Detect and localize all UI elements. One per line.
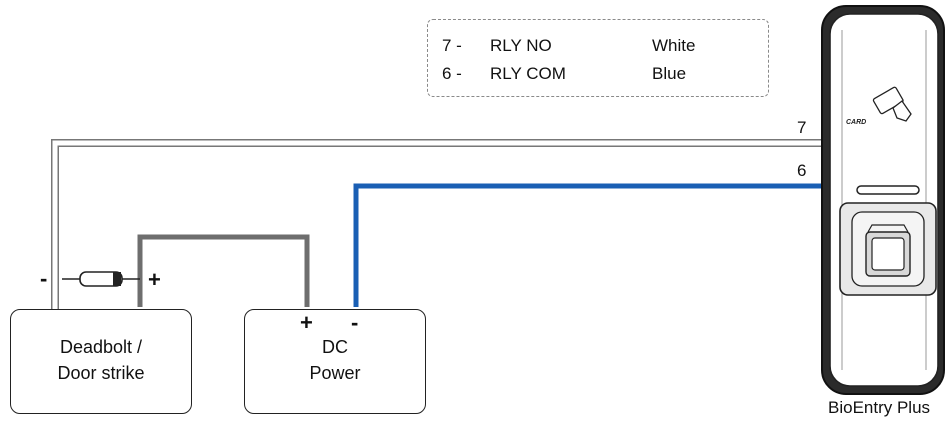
power-label-line1: DC: [322, 337, 348, 357]
deadbolt-label-line2: Door strike: [57, 363, 145, 383]
power-label-line2: Power: [309, 363, 361, 383]
legend-signal: RLY COM: [490, 64, 566, 83]
deadbolt-door-strike-box: Deadbolt / Door strike: [10, 309, 192, 414]
wire-6-label: 6: [797, 161, 807, 180]
power-minus-terminal: -: [351, 310, 359, 335]
device-name-label: BioEntry Plus: [828, 398, 931, 417]
wire-7-label: 7: [797, 118, 807, 137]
deadbolt-minus-terminal: -: [40, 266, 48, 291]
card-text: CARD: [846, 119, 867, 126]
legend-color: White: [652, 36, 696, 55]
legend-pin: 6 -: [442, 64, 462, 83]
fingerprint-sensor-icon: [839, 202, 937, 296]
wire-7-white: [51, 139, 835, 312]
power-wire: [137, 234, 310, 307]
card-icon: [872, 86, 912, 122]
deadbolt-label-line1: Deadbolt /: [59, 337, 143, 357]
diode-icon: [62, 271, 140, 287]
legend-pin: 7 -: [442, 36, 462, 55]
legend-signal: RLY NO: [490, 36, 552, 55]
deadbolt-plus-terminal: +: [148, 267, 161, 292]
bioentry-plus-device: [821, 5, 945, 395]
legend-color: Blue: [652, 64, 687, 83]
dc-power-box: DC Power: [244, 309, 426, 414]
power-plus-terminal: +: [300, 310, 313, 335]
wire-6-blue: [353, 183, 835, 307]
wire-color-legend: 7 - RLY NO White 6 - RLY COM Blue: [427, 19, 769, 97]
